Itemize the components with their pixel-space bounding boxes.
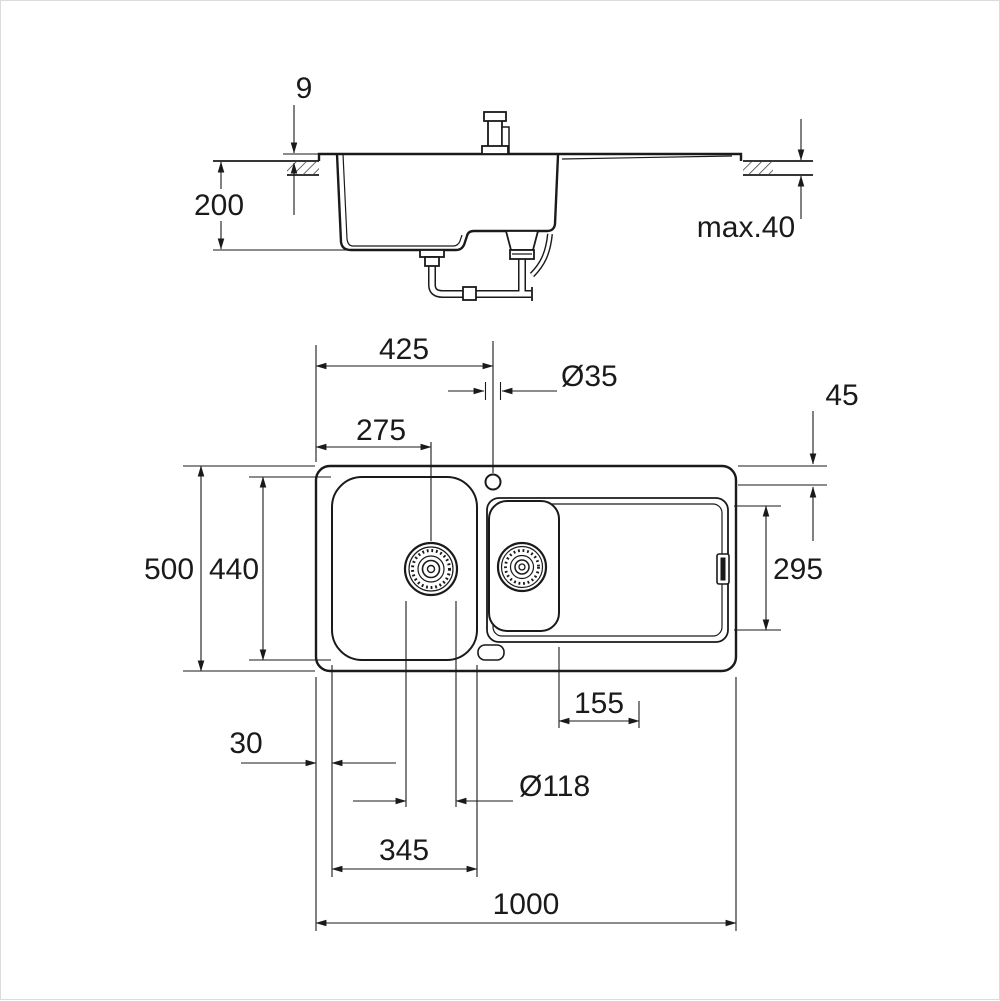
dim-label-bowl-width: 345 bbox=[379, 834, 429, 867]
faucet-fixture bbox=[481, 111, 510, 155]
dim-label-drain-dia: Ø118 bbox=[519, 770, 590, 803]
dim-counter-thickness: max.40 bbox=[697, 119, 805, 244]
half-bowl bbox=[488, 500, 560, 632]
dim-label-drainer-depth: 295 bbox=[773, 553, 823, 586]
dim-label-drain-from-left: 275 bbox=[356, 414, 406, 447]
tap-hole bbox=[484, 473, 502, 491]
dim-bowl-length: 440 bbox=[209, 476, 267, 661]
sink-profile bbox=[317, 152, 743, 252]
dim-overall-width: 1000 bbox=[315, 888, 737, 927]
dim-bowl-depth: 200 bbox=[194, 161, 351, 251]
dim-drain-from-left: 275 bbox=[315, 414, 432, 451]
dim-label-overall-depth: 500 bbox=[144, 553, 194, 586]
drain-assembly bbox=[419, 230, 553, 301]
extension-lines bbox=[183, 341, 827, 931]
sink-outline bbox=[314, 464, 738, 673]
basket-handle bbox=[477, 644, 505, 661]
dim-edge-margin: 30 bbox=[229, 727, 396, 767]
dim-label-rim-height: 9 bbox=[296, 72, 313, 105]
dim-tap-from-left: 425 bbox=[315, 333, 494, 370]
dim-label-tap-from-top: 45 bbox=[825, 379, 858, 412]
dim-bowl-width: 345 bbox=[331, 834, 478, 873]
dim-label-tap-dia: Ø35 bbox=[561, 360, 618, 393]
countertop-hatch-right bbox=[743, 161, 773, 175]
countertop-hatch-left bbox=[287, 161, 319, 175]
side-section-view: 9 200 max.40 bbox=[194, 72, 813, 301]
dim-label-bowl-depth: 200 bbox=[194, 189, 244, 222]
dim-label-bowl-length: 440 bbox=[209, 553, 259, 586]
dim-overall-depth: 500 bbox=[144, 465, 205, 672]
half-bowl-drain bbox=[496, 541, 548, 593]
overflow-slot bbox=[716, 553, 730, 585]
dim-label-overall-width: 1000 bbox=[493, 888, 560, 921]
dim-label-edge-margin: 30 bbox=[229, 727, 262, 760]
plan-view: 425 Ø35 45 275 500 440 bbox=[144, 333, 859, 931]
dim-rim-height: 9 bbox=[283, 72, 319, 215]
dim-drainer-depth: 295 bbox=[762, 505, 823, 631]
dim-label-tap-from-left: 425 bbox=[379, 333, 429, 366]
dim-drain-dia: Ø118 bbox=[353, 770, 590, 805]
dim-drainer-offset: 155 bbox=[558, 687, 640, 725]
dim-label-counter-thickness: max.40 bbox=[697, 211, 795, 244]
dim-tap-from-top: 45 bbox=[809, 379, 859, 541]
dim-tap-dia: Ø35 bbox=[448, 360, 618, 400]
countertop-section bbox=[213, 160, 813, 176]
main-drain bbox=[403, 541, 459, 597]
dim-label-drainer-offset: 155 bbox=[574, 687, 624, 720]
